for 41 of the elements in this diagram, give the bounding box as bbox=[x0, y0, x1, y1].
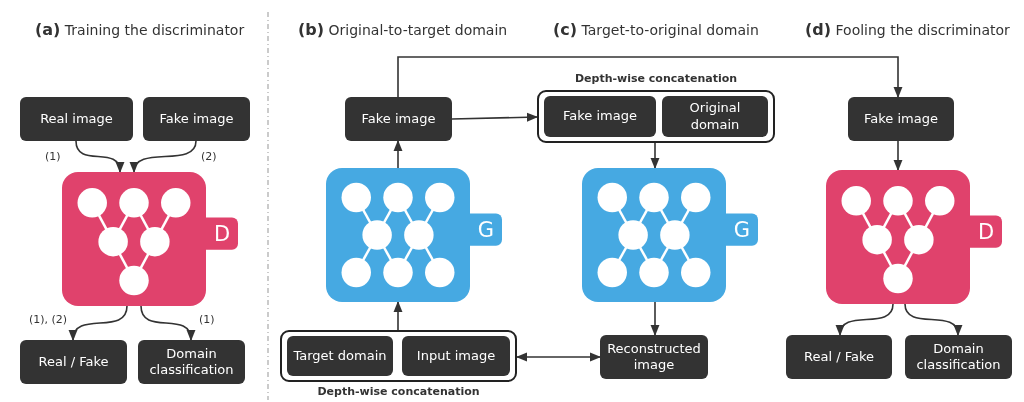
text-box: Fake image bbox=[143, 97, 250, 141]
arrow bbox=[515, 352, 602, 362]
edge-label: (1), (2) bbox=[28, 313, 69, 326]
text-box: Fake image bbox=[848, 97, 954, 141]
arrow bbox=[650, 142, 660, 170]
text-box: Input image bbox=[402, 336, 510, 376]
arrow bbox=[397, 56, 903, 99]
panel-heading: (a) Training the discriminator bbox=[35, 20, 245, 39]
text-box: Fake image bbox=[345, 97, 452, 141]
text-box: Real image bbox=[20, 97, 133, 141]
arrow bbox=[904, 303, 961, 337]
text-box: Fake image bbox=[544, 96, 656, 137]
group-heading: Depth-wise concatenation bbox=[316, 385, 481, 398]
text-box: Real / Fake bbox=[20, 340, 127, 384]
group-heading: Depth-wise concatenation bbox=[573, 72, 739, 85]
network-label: D bbox=[212, 220, 232, 248]
text-box: Real / Fake bbox=[786, 335, 892, 379]
arrow bbox=[893, 140, 903, 172]
text-box: Domain classification bbox=[138, 340, 245, 384]
panel-heading: (b) Original-to-target domain bbox=[298, 20, 508, 39]
arrow bbox=[131, 140, 197, 174]
network-label: G bbox=[476, 216, 496, 244]
arrow bbox=[837, 303, 894, 337]
network-label: D bbox=[976, 218, 996, 246]
arrow bbox=[451, 112, 539, 122]
arrow bbox=[70, 305, 128, 342]
text-box: Reconstructed image bbox=[600, 335, 708, 379]
arrow bbox=[140, 305, 194, 342]
edge-label: (1) bbox=[44, 150, 62, 163]
arrow bbox=[393, 139, 403, 169]
text-box: Target domain bbox=[287, 336, 393, 376]
edge-label: (1) bbox=[198, 313, 216, 326]
arrow bbox=[393, 300, 403, 331]
arrow bbox=[75, 140, 123, 174]
edge-label: (2) bbox=[200, 150, 218, 163]
panel-heading: (d) Fooling the discriminator bbox=[805, 20, 1010, 39]
network-label: G bbox=[732, 216, 752, 244]
text-box: Domain classification bbox=[905, 335, 1012, 379]
panel-heading: (c) Target-to-original domain bbox=[553, 20, 759, 39]
arrow bbox=[650, 301, 660, 337]
text-box: Original domain bbox=[662, 96, 768, 137]
